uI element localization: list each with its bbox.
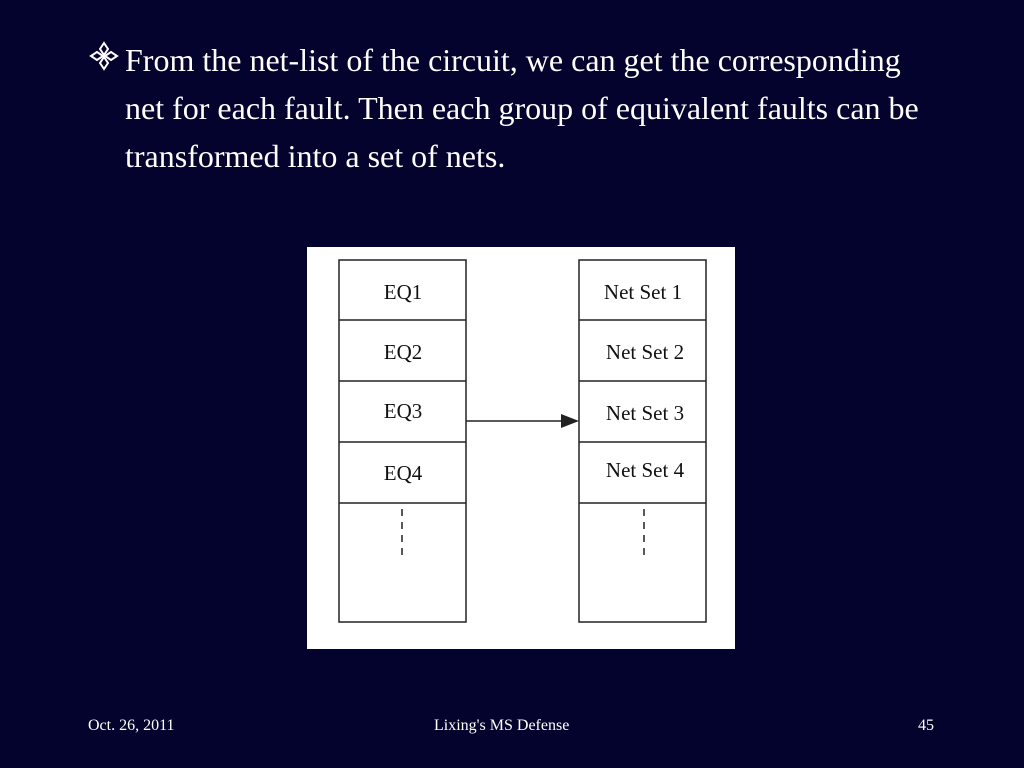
bullet-text: From the net-list of the circuit, we can… [125,42,919,174]
net-set-cell-label: Net Set 1 [604,280,682,304]
eq-cell-label: EQ3 [384,399,423,423]
eq-cell-label: EQ1 [384,280,423,304]
footer-page-number: 45 [918,717,934,734]
eq-column-frame [338,259,467,623]
diamond-bullet-icon [89,41,119,71]
net-set-cell-label: Net Set 4 [606,458,685,482]
arrow-head-icon [561,414,579,428]
footer-date: Oct. 26, 2011 [88,717,175,734]
footer-title: Lixing's MS Defense [434,717,570,734]
net-set-column-frame [578,259,707,623]
eq-cell-label: EQ2 [384,340,423,364]
diagram-canvas: EQ1 EQ2 EQ3 EQ4 Net Set 1 Net Set 2 Net … [338,259,707,623]
fault-to-net-diagram: EQ1 EQ2 EQ3 EQ4 Net Set 1 Net Set 2 Net … [307,247,735,649]
net-set-cell-label: Net Set 3 [606,401,684,425]
net-set-cell-label: Net Set 2 [606,340,684,364]
eq-cell-label: EQ4 [384,461,423,485]
